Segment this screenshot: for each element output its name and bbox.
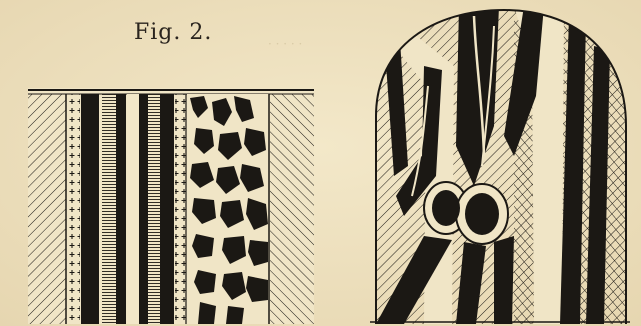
figure-caption: Fig. 2.: [134, 20, 212, 45]
svg-text:· · · · ·: · · · · ·: [268, 37, 302, 51]
right-section-illustration: [364, 6, 632, 324]
left-section-illustration: [28, 88, 314, 324]
